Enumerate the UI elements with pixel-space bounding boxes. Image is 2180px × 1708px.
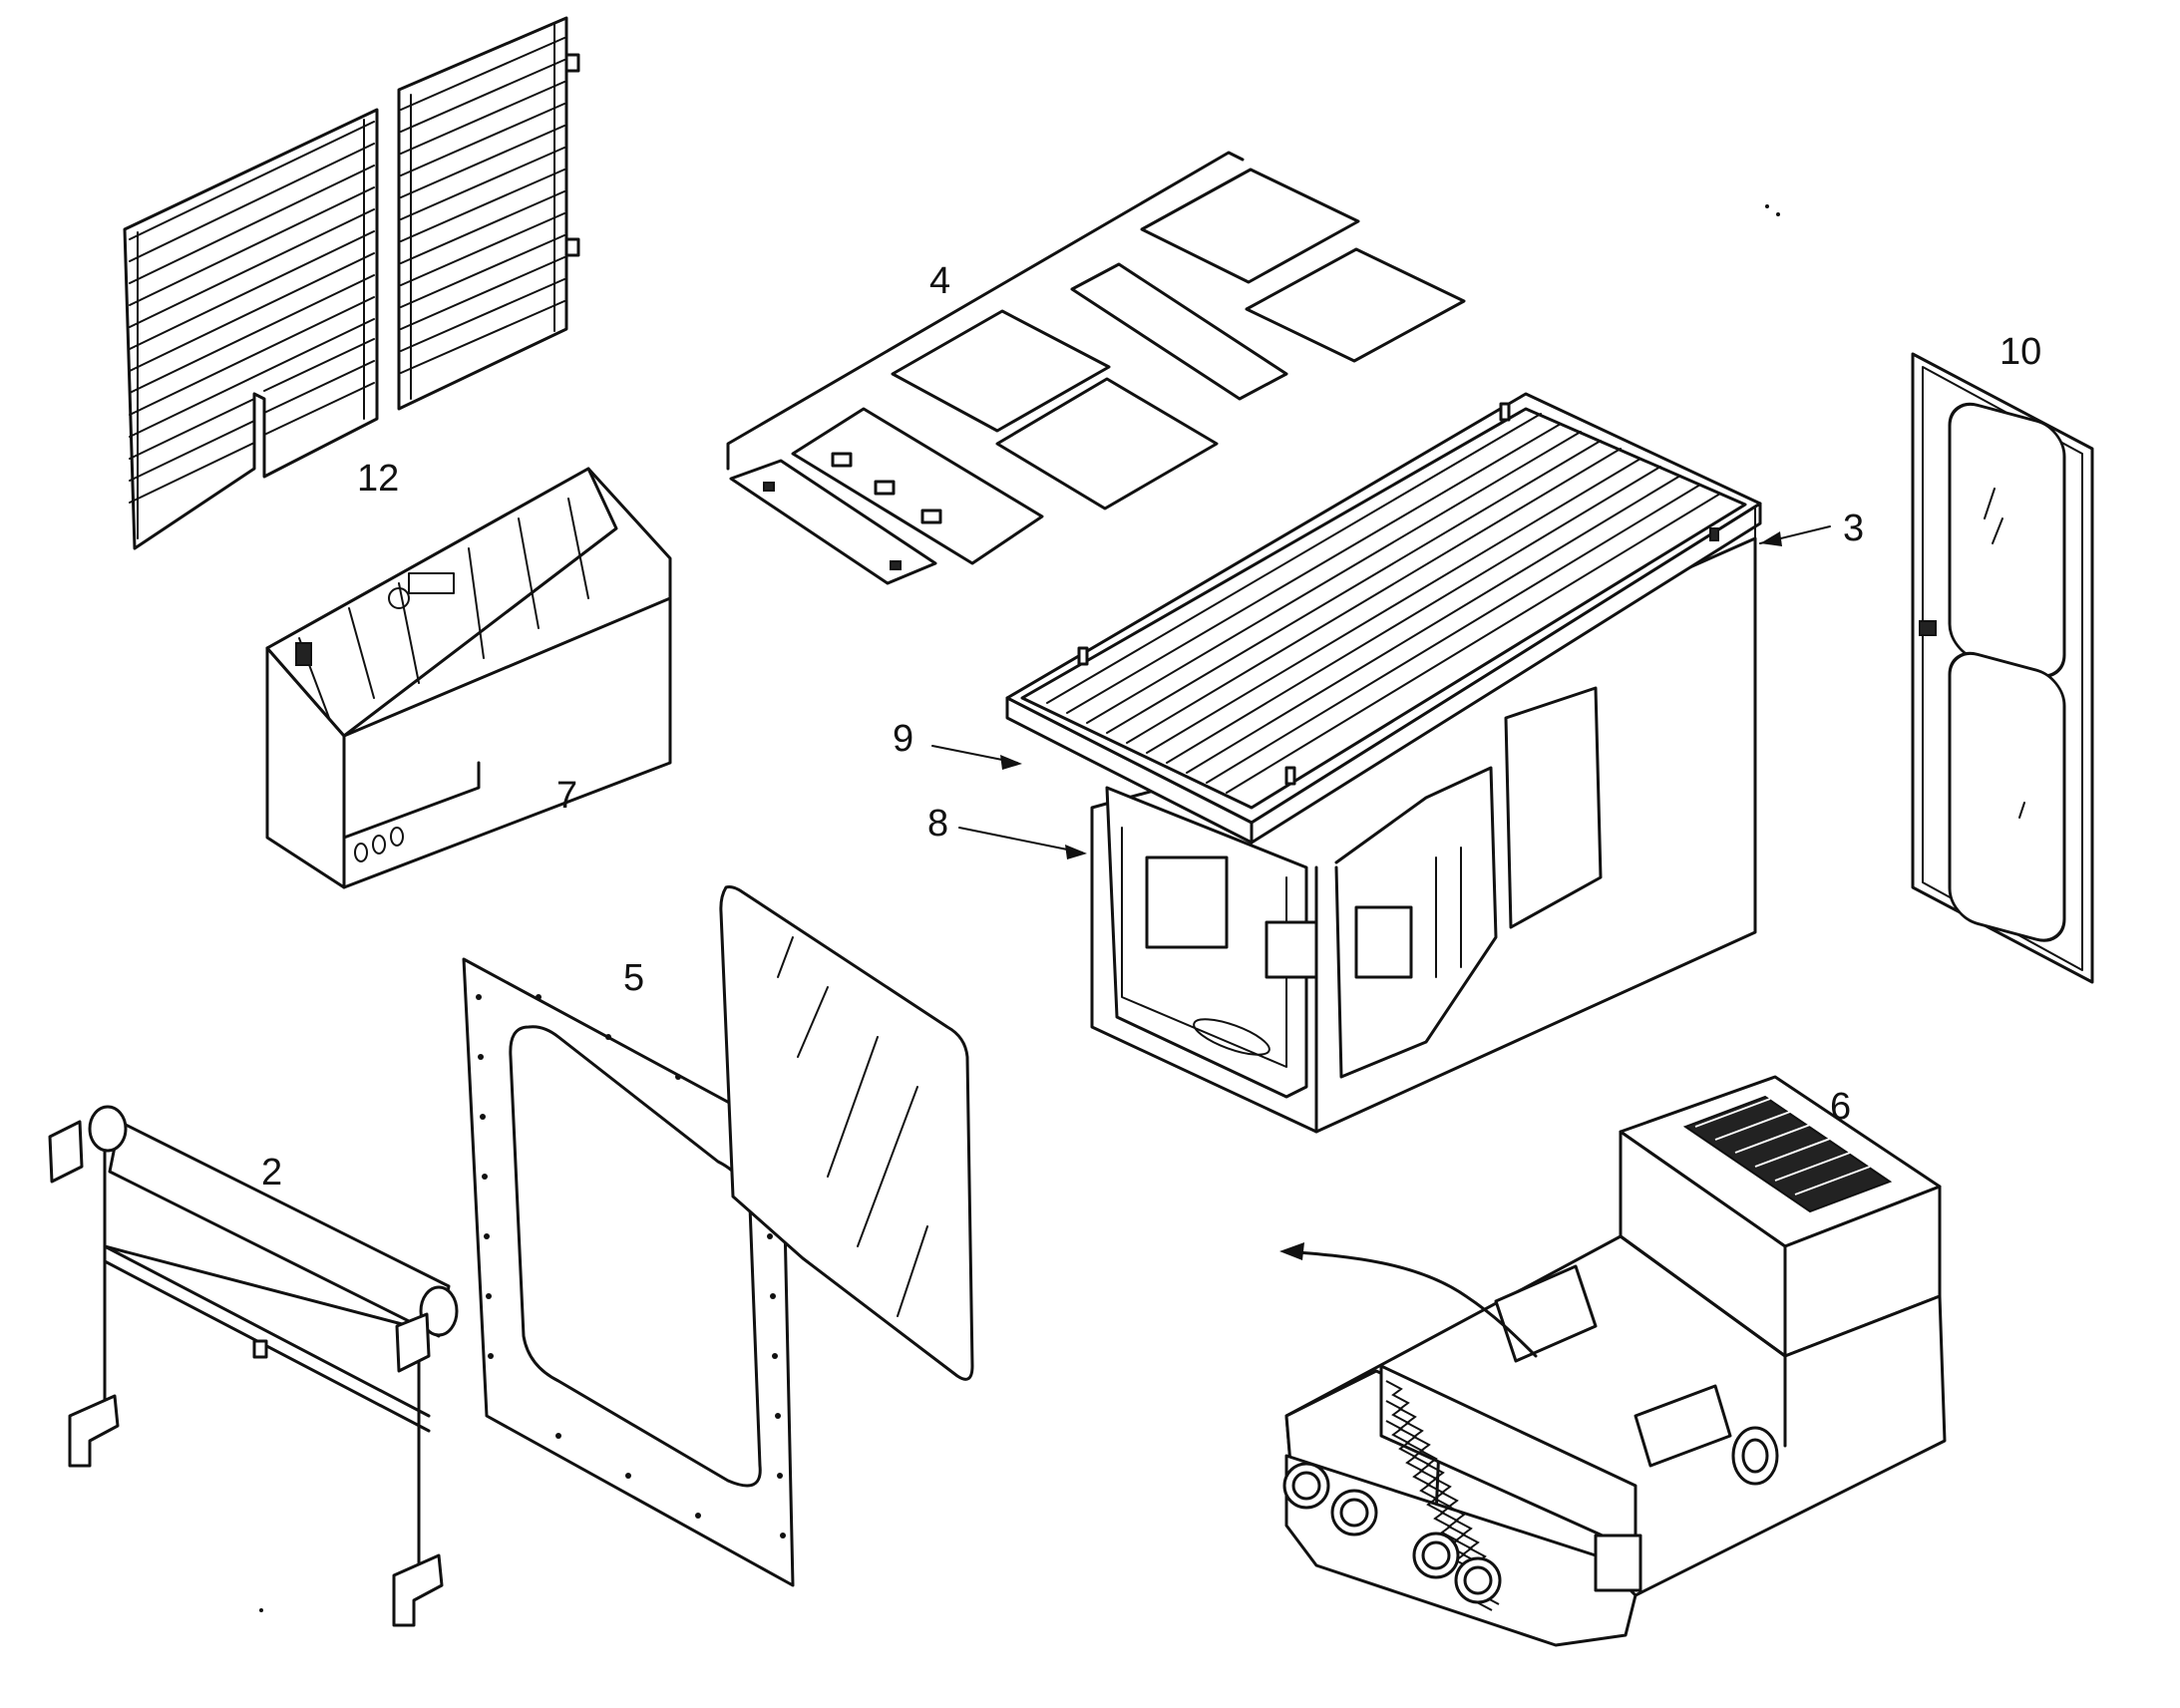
part-12-grille-panels [123,16,580,550]
callout-10: 10 [1999,331,2041,373]
callout-7: 7 [556,775,577,817]
callout-5: 5 [623,957,644,999]
callout-6: 6 [1830,1086,1851,1128]
callout-9: 9 [893,718,913,760]
part-6-heater-unit [1279,1075,1947,1647]
scan-specks [259,204,1780,1612]
window-glass-pane [719,885,974,1381]
callout-12: 12 [357,458,399,500]
part-7-console [265,467,672,889]
callout-arrows [931,525,1831,859]
part-5-window-seal [462,957,795,1587]
callout-4: 4 [929,260,950,302]
callout-8: 8 [927,803,948,845]
part-2-roller-shade [48,1105,459,1627]
callout-2: 2 [261,1152,282,1194]
part-4-insulation-panels [726,151,1466,585]
cab-body [1005,392,1762,1134]
callout-3: 3 [1843,508,1864,549]
part-10-door [1911,352,2094,984]
